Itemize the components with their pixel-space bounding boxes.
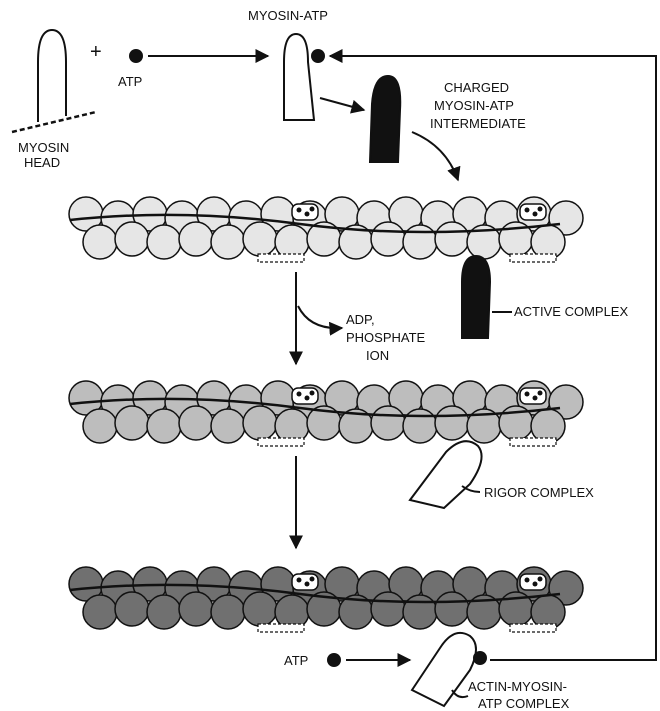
actin-bead [115, 406, 149, 440]
actin-bead [147, 409, 181, 443]
plus-sign: + [90, 41, 102, 63]
troponin-complex [520, 204, 546, 220]
actin-bead [211, 595, 245, 629]
tropomyosin-segment [510, 438, 556, 446]
actin-bead [403, 409, 437, 443]
troponin-dot [297, 392, 302, 397]
actin-bead [243, 222, 277, 256]
charged-label-3: INTERMEDIATE [430, 116, 526, 131]
charged-label-2: MYOSIN-ATP [434, 98, 514, 113]
actin-bead [179, 222, 213, 256]
actin-bead [179, 406, 213, 440]
troponin-dot [310, 207, 315, 212]
troponin-complex [292, 204, 318, 220]
actin-filament-2 [69, 381, 583, 446]
myosin-atp-molecule [311, 49, 325, 63]
actin-bead [83, 595, 117, 629]
troponin-dot [533, 212, 538, 217]
charged-label-1: CHARGED [444, 80, 509, 95]
troponin-dot [305, 212, 310, 217]
myosin-head-shape [12, 30, 96, 132]
actin-bead [83, 409, 117, 443]
tropomyosin-segment [510, 254, 556, 262]
amc-label-2: ATP COMPLEX [478, 696, 570, 711]
actin-bead [115, 222, 149, 256]
atp-top-label: ATP [118, 74, 142, 89]
troponin-dot [538, 391, 543, 396]
amc-label-1: ACTIN-MYOSIN- [468, 679, 567, 694]
actin-myosin-atp-molecule [473, 651, 487, 665]
actin-bead [403, 595, 437, 629]
atp-bottom-label: ATP [284, 653, 308, 668]
myosin-atp-head [284, 34, 314, 120]
troponin-dot [538, 577, 543, 582]
tropomyosin-segment [258, 254, 304, 262]
actin-bead [435, 222, 469, 256]
actin-bead [371, 592, 405, 626]
troponin-dot [297, 578, 302, 583]
arrow-charged-to-actin [412, 132, 458, 180]
actin-bead [115, 592, 149, 626]
troponin-dot [525, 208, 530, 213]
troponin-dot [533, 582, 538, 587]
actin-filament-1 [69, 197, 583, 262]
actin-bead [147, 225, 181, 259]
actin-bead [371, 222, 405, 256]
actin-bead [243, 406, 277, 440]
tropomyosin-segment [258, 438, 304, 446]
atp-molecule-top [129, 49, 143, 63]
troponin-dot [297, 208, 302, 213]
myosin-atp-label: MYOSIN-ATP [248, 8, 328, 23]
actin-bead [83, 225, 117, 259]
rigor-complex-head [410, 441, 482, 508]
tropomyosin-segment [258, 624, 304, 632]
actin-bead [243, 592, 277, 626]
troponin-dot [533, 396, 538, 401]
atp-molecule-bottom [327, 653, 341, 667]
troponin-dot [525, 392, 530, 397]
actin-bead [211, 225, 245, 259]
myosin-head-label-2: HEAD [24, 155, 60, 170]
active-complex-label: ACTIVE COMPLEX [514, 304, 628, 319]
arrow-to-charged [320, 98, 364, 110]
myosin-head-label-1: MYOSIN [18, 140, 69, 155]
troponin-dot [525, 578, 530, 583]
troponin-complex [292, 388, 318, 404]
troponin-dot [310, 577, 315, 582]
actin-bead [371, 406, 405, 440]
troponin-complex [520, 574, 546, 590]
rigor-complex-label: RIGOR COMPLEX [484, 485, 594, 500]
actin-bead [211, 409, 245, 443]
troponin-dot [538, 207, 543, 212]
actin-bead [435, 592, 469, 626]
adp-label-2: PHOSPHATE [346, 330, 426, 345]
charged-myosin-head [370, 76, 400, 162]
adp-label-3: ION [366, 348, 389, 363]
actin-myosin-atp-head [412, 633, 476, 706]
actin-bead [435, 406, 469, 440]
troponin-dot [310, 391, 315, 396]
adp-label-1: ADP, [346, 312, 375, 327]
actin-bead [179, 592, 213, 626]
troponin-dot [305, 396, 310, 401]
troponin-dot [305, 582, 310, 587]
actin-bead [403, 225, 437, 259]
actin-filament-3 [69, 567, 583, 632]
active-complex-head [462, 256, 490, 338]
troponin-complex [292, 574, 318, 590]
troponin-complex [520, 388, 546, 404]
actin-bead [147, 595, 181, 629]
tropomyosin-segment [510, 624, 556, 632]
arrow-release-adp [298, 306, 342, 328]
